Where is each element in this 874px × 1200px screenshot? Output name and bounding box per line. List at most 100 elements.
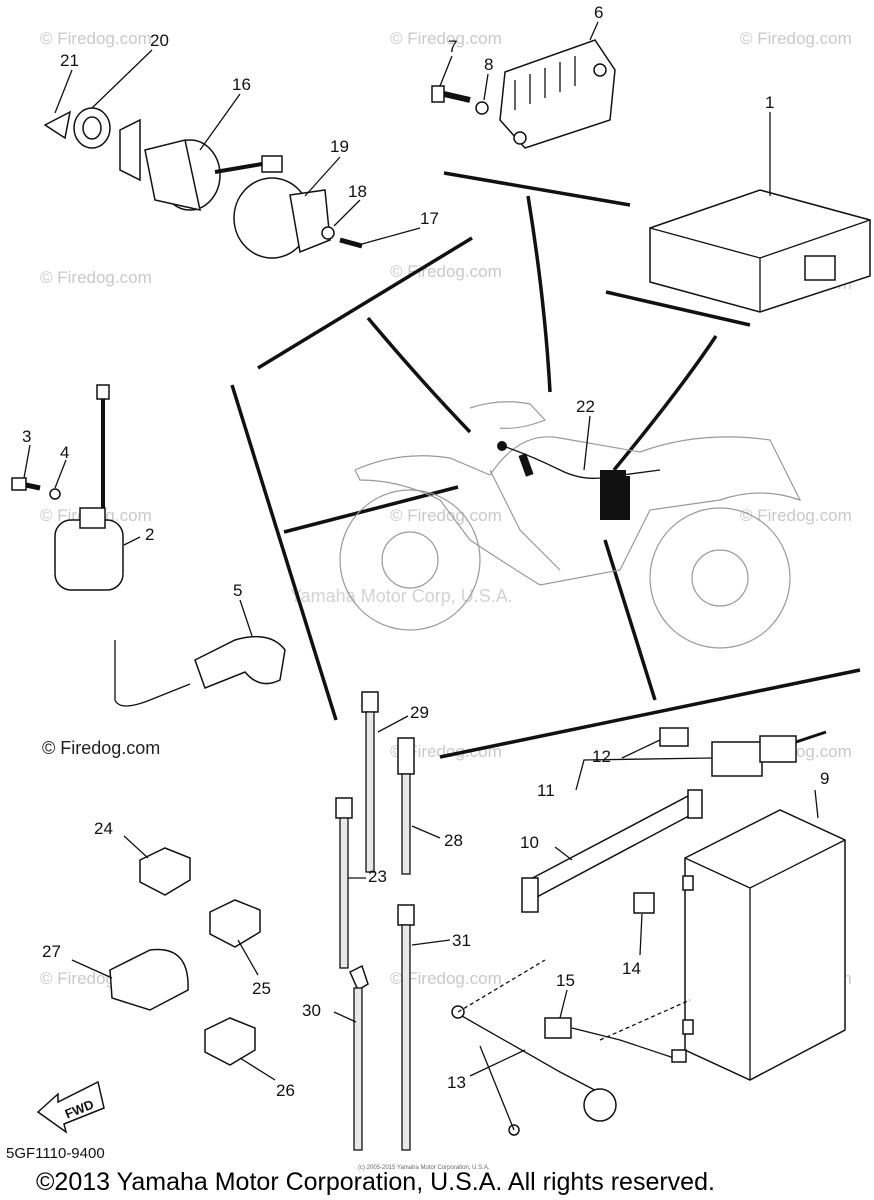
leader-line <box>199 93 241 151</box>
leader-line <box>583 415 591 471</box>
coil-lead-tip <box>96 384 110 400</box>
switch-barrel <box>144 139 201 211</box>
leader-line <box>554 846 573 861</box>
fuse-12 <box>659 727 689 747</box>
leader-line <box>237 939 259 976</box>
leader-line <box>333 199 361 227</box>
part-battery-group <box>451 727 846 1136</box>
callout-21: 21 <box>60 51 79 70</box>
plug-cap <box>194 635 286 689</box>
callout-12: 12 <box>592 747 611 766</box>
leader-line <box>123 835 149 859</box>
cdi-connector <box>804 255 836 281</box>
leader-line <box>304 156 341 197</box>
bolt-shank <box>443 91 471 103</box>
divider-line <box>439 668 861 759</box>
leader-line <box>239 1057 276 1081</box>
callout-28: 28 <box>444 831 463 850</box>
battery <box>684 809 846 1081</box>
leader-line <box>559 989 568 1019</box>
leader-line <box>71 959 113 979</box>
divider-lines <box>230 171 861 759</box>
leader-line <box>123 536 141 546</box>
washer-18 <box>321 226 335 240</box>
battery-cable <box>479 1045 515 1131</box>
wire-harness <box>499 444 661 479</box>
fuse-holder-11 <box>711 741 763 777</box>
switch-cap <box>43 110 72 140</box>
terminal-boot <box>583 1088 617 1122</box>
battery-terminal <box>682 1019 694 1035</box>
callout-1: 1 <box>765 93 774 112</box>
part-bolt-washer <box>431 55 489 115</box>
washer <box>475 101 489 115</box>
starter-relay-15 <box>544 1017 572 1039</box>
clamp-26 <box>204 1017 256 1066</box>
bolt-3-shank <box>25 482 41 491</box>
callout-17: 17 <box>420 209 439 228</box>
callout-20: 20 <box>150 31 169 50</box>
harness-connector <box>497 441 507 451</box>
switch-wire <box>214 162 263 174</box>
leader-line <box>239 599 253 637</box>
band-hook <box>687 789 703 819</box>
tie-28-head <box>397 737 415 775</box>
callout-4: 4 <box>60 443 69 462</box>
leader-line <box>621 739 661 759</box>
callout-16: 16 <box>232 75 251 94</box>
rectifier-body <box>499 39 616 149</box>
tie-31-head <box>397 904 415 926</box>
battery-edges <box>684 839 846 1080</box>
connector-14 <box>633 892 655 914</box>
watermark: © Firedog.com <box>390 742 502 761</box>
callout-15: 15 <box>556 971 575 990</box>
leader-line <box>411 825 441 839</box>
fork <box>489 469 561 571</box>
watermark-dark: © Firedog.com <box>42 738 160 758</box>
battery-band-10 <box>523 794 702 899</box>
leader-line <box>54 459 67 489</box>
switch-bracket <box>119 118 141 182</box>
bolt-3-head <box>11 477 27 491</box>
cover-tab <box>289 189 331 254</box>
clamp-27 <box>109 948 189 1011</box>
watermark: © Firedog.com <box>740 29 852 48</box>
callout-2: 2 <box>145 525 154 544</box>
watermark: © Firedog.com <box>40 29 152 48</box>
grommet-inner <box>82 116 102 140</box>
leader-line <box>23 444 31 479</box>
callout-29: 29 <box>410 703 429 722</box>
relay-wire <box>571 1027 681 1061</box>
callout-9: 9 <box>820 769 829 788</box>
rear-hub <box>691 549 749 607</box>
tie-28-strap <box>401 773 411 875</box>
divider-line <box>605 290 751 327</box>
leader-line <box>589 21 599 41</box>
handlebar <box>469 401 547 429</box>
coil-top <box>79 507 106 529</box>
battery-terminal <box>682 875 694 891</box>
tie-23-head <box>335 797 353 819</box>
battery-cable-13 <box>461 1015 611 1099</box>
dashed-guide <box>599 999 691 1041</box>
watermark: © Firedog.com <box>390 969 502 988</box>
callout-27: 27 <box>42 942 61 961</box>
tie-29-head <box>361 691 379 713</box>
part-cable-ties <box>333 691 451 1151</box>
callout-22: 22 <box>576 397 595 416</box>
bolt-head <box>431 85 445 103</box>
watermark: © Firedog.com <box>390 29 502 48</box>
tie-23-strap <box>339 817 349 969</box>
callout-25: 25 <box>252 979 271 998</box>
divider-line <box>257 236 473 370</box>
washer-4 <box>49 488 61 500</box>
callout-24: 24 <box>94 819 113 838</box>
callout-7: 7 <box>448 37 457 56</box>
dashed-guide <box>457 959 546 1013</box>
rectifier-hole <box>513 131 527 145</box>
watermark: © Firedog.com <box>740 506 852 525</box>
part-clamps <box>71 835 276 1081</box>
clamp-25 <box>209 899 261 948</box>
watermark: © Firedog.com <box>390 506 502 525</box>
divider-curve <box>366 316 472 434</box>
